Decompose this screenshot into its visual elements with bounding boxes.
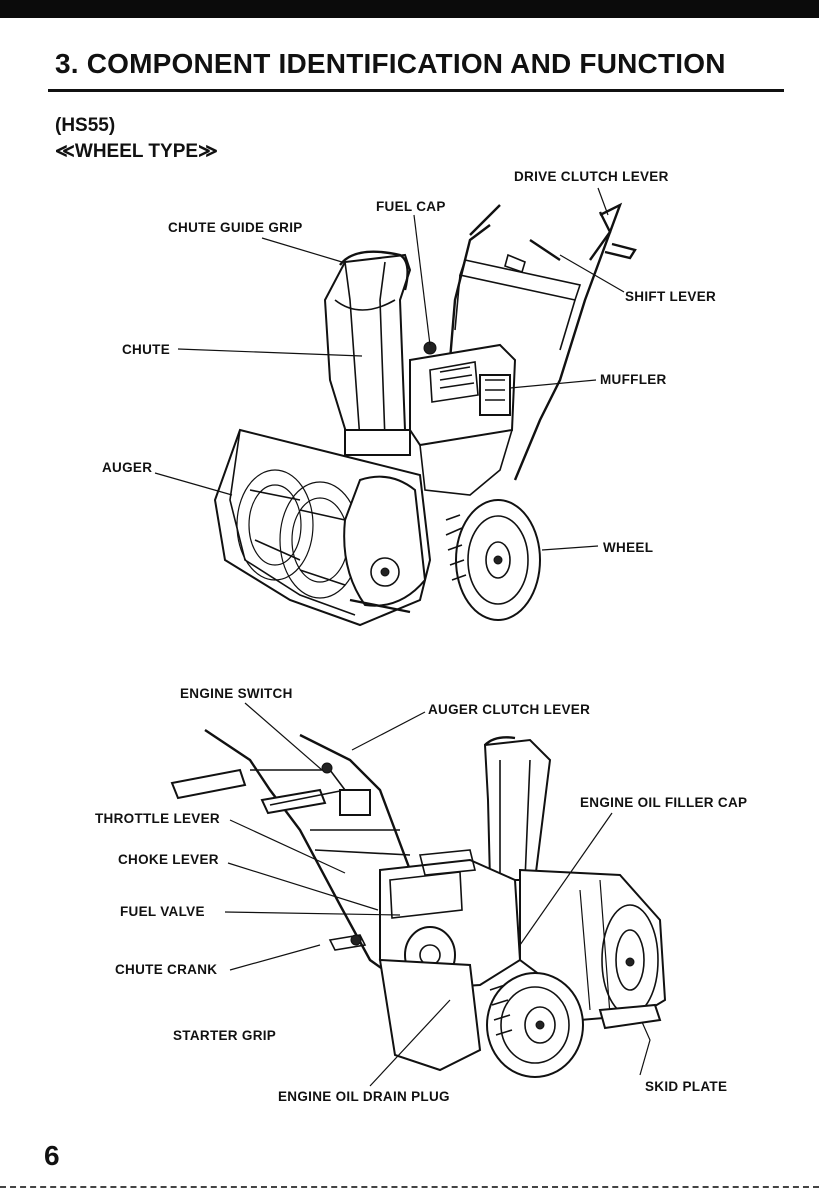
label-engine-switch: ENGINE SWITCH (180, 686, 293, 701)
label-auger-clutch-lever: AUGER CLUTCH LEVER (428, 702, 590, 717)
bottom-scan-edge (0, 1186, 819, 1188)
wheel-drawing (446, 500, 540, 620)
label-choke-lever: CHOKE LEVER (118, 852, 219, 867)
label-wheel: WHEEL (603, 540, 653, 555)
handlebar-assembly (450, 205, 635, 480)
label-engine-oil-drain-plug: ENGINE OIL DRAIN PLUG (278, 1089, 450, 1104)
label-chute-crank: CHUTE CRANK (115, 962, 217, 977)
label-engine-oil-filler-cap: ENGINE OIL FILLER CAP (580, 795, 747, 810)
label-muffler: MUFFLER (600, 372, 667, 387)
label-chute: CHUTE (122, 342, 170, 357)
rear-chute (485, 737, 550, 880)
auger-housing (215, 430, 430, 625)
label-shift-lever: SHIFT LEVER (625, 289, 716, 304)
chute-body (325, 252, 410, 455)
front-view-illustration (0, 0, 819, 660)
label-drive-clutch-lever: DRIVE CLUTCH LEVER (514, 169, 669, 184)
label-skid-plate: SKID PLATE (645, 1079, 727, 1094)
page-number: 6 (44, 1140, 60, 1172)
rear-view-illustration (0, 660, 819, 1120)
engine-block (410, 342, 515, 495)
label-starter-grip: STARTER GRIP (173, 1028, 276, 1043)
label-chute-guide-grip: CHUTE GUIDE GRIP (168, 220, 303, 235)
label-fuel-valve: FUEL VALVE (120, 904, 205, 919)
label-throttle-lever: THROTTLE LEVER (95, 811, 220, 826)
label-fuel-cap: FUEL CAP (376, 199, 446, 214)
label-auger: AUGER (102, 460, 152, 475)
